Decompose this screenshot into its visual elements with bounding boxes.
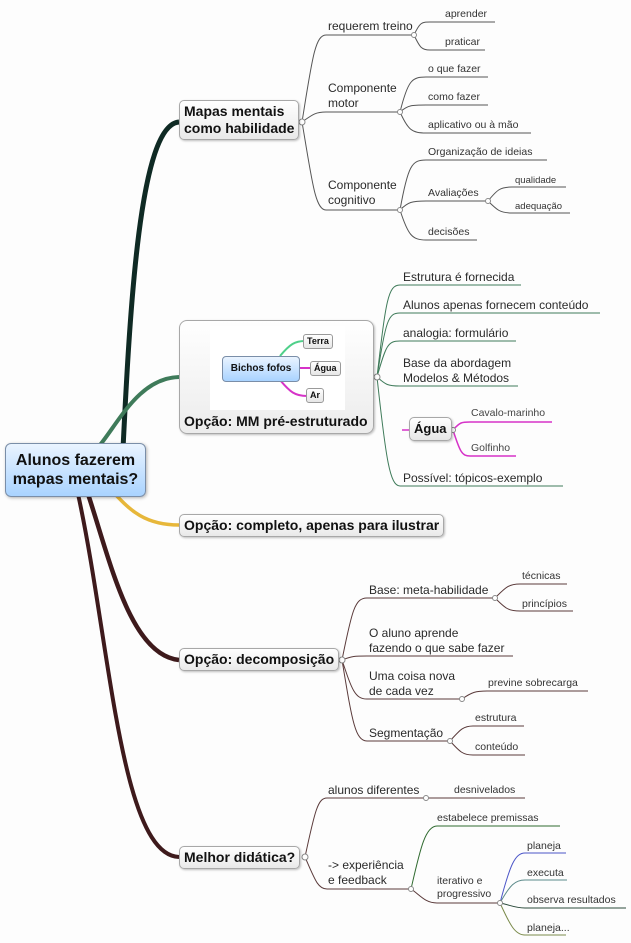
collapse-knob-decomposicao	[338, 656, 346, 664]
subtopic-planeja-continuacao[interactable]: planeja...	[527, 922, 570, 934]
topic-label: Opção: MM pré-estruturado	[184, 413, 368, 429]
subtopic-como-fazer[interactable]: como fazer	[428, 91, 480, 103]
central-topic[interactable]: Alunos fazerem mapas mentais?	[5, 443, 146, 497]
subtopic-aplicativo-ou-a-mao[interactable]: aplicativo ou à mão	[428, 119, 519, 131]
subtopic-estrutura[interactable]: estrutura	[475, 712, 517, 724]
subtopic-requerem-treino[interactable]: requerem treino	[328, 19, 413, 33]
topic-label-line1: Mapas mentais	[184, 103, 285, 119]
central-topic-line1: Alunos fazerem	[15, 452, 136, 469]
embedded-connectors	[279, 340, 310, 397]
subtopic-adequacao[interactable]: adequação	[515, 201, 563, 212]
label-line2: Modelos & Métodos	[403, 371, 510, 385]
central-topic-line2: mapas mentais?	[12, 471, 139, 488]
label-line1: O aluno aprende	[369, 626, 459, 640]
subtopic-componente-cognitivo[interactable]: Componente cognitivo	[328, 178, 397, 208]
embedded-child-terra: Terra	[303, 334, 333, 349]
subtopic-aluno-aprende[interactable]: O aluno aprende fazendo o que sabe fazer	[369, 626, 504, 656]
topic-melhor-didatica[interactable]: Melhor didática?	[179, 846, 301, 869]
subtopic-alunos-fornecem-conteudo[interactable]: Alunos apenas fornecem conteúdo	[403, 298, 589, 312]
topic-opcao-decomposicao[interactable]: Opção: decomposição	[179, 648, 340, 671]
subtopic-iterativo-progressivo[interactable]: iterativo e progressivo	[437, 875, 491, 901]
subtopic-conteudo[interactable]: conteúdo	[475, 741, 519, 753]
subtopic-segmentacao[interactable]: Segmentação	[369, 726, 444, 740]
embedded-child-agua: Água	[310, 361, 341, 376]
label-line1: -> experiência	[328, 858, 404, 872]
collapse-knob-habilidade	[298, 118, 306, 126]
subtopic-possivel-topicos-exemplo[interactable]: Possível: tópicos-exemplo	[403, 471, 543, 485]
collapse-knob-preestruturado	[373, 373, 381, 381]
collapse-knob-didatica	[301, 853, 309, 861]
subtopic-uma-coisa-nova[interactable]: Uma coisa nova de cada vez	[369, 669, 455, 699]
topic-opcao-completo[interactable]: Opção: completo, apenas para ilustrar	[179, 514, 445, 537]
embedded-mindmap-image: Bichos fofos Terra Água Ar	[210, 326, 345, 410]
subtopic-o-que-fazer[interactable]: o que fazer	[428, 63, 481, 75]
embedded-root-bichos-fofos: Bichos fofos	[222, 356, 300, 382]
subtopic-estabelece-premissas[interactable]: estabelece premissas	[437, 812, 539, 824]
subtopic-componente-motor[interactable]: Componente motor	[328, 81, 397, 111]
label-line1: Componente	[328, 81, 397, 95]
subtopic-executa[interactable]: executa	[527, 867, 564, 879]
subtopic-cavalo-marinho[interactable]: Cavalo-marinho	[471, 407, 546, 419]
label-line1: iterativo e	[437, 875, 483, 887]
subtopic-alunos-diferentes[interactable]: alunos diferentes	[328, 783, 420, 797]
subtopic-avaliacoes[interactable]: Avaliações	[428, 187, 479, 199]
subtopic-analogia-formulario[interactable]: analogia: formulário	[403, 326, 509, 340]
subtopic-experiencia-feedback[interactable]: -> experiência e feedback	[328, 858, 404, 888]
label-line2: fazendo o que sabe fazer	[369, 641, 505, 655]
subtopic-golfinho[interactable]: Golfinho	[471, 442, 511, 454]
subtopic-observa-resultados[interactable]: observa resultados	[527, 894, 616, 906]
branch-completo-link	[113, 492, 180, 527]
branch-preestruturado-link	[98, 375, 180, 447]
subtopic-planeja[interactable]: planeja	[527, 840, 561, 852]
label-line2: motor	[328, 96, 359, 110]
label-line2: e feedback	[328, 873, 387, 887]
subtopic-tecnicas[interactable]: técnicas	[522, 570, 561, 582]
subtopic-base-abordagem[interactable]: Base da abordagem Modelos & Métodos	[403, 356, 511, 386]
label-line1: Uma coisa nova	[369, 669, 456, 683]
branch-habilidade-link	[119, 119, 180, 471]
subtopic-principios[interactable]: princípios	[522, 598, 567, 610]
label-line2: progressivo	[437, 888, 492, 900]
subtopic-base-meta-habilidade[interactable]: Base: meta-habilidade	[369, 583, 489, 597]
subtopic-agua-image-fragment[interactable]: Água	[409, 417, 452, 441]
branch-didatica-link	[76, 493, 180, 859]
branch-decomposicao-link	[85, 493, 180, 663]
subtopic-estrutura-fornecida[interactable]: Estrutura é fornecida	[403, 270, 515, 284]
subtopic-aprender[interactable]: aprender	[445, 8, 488, 20]
subtopic-previne-sobrecarga[interactable]: previne sobrecarga	[488, 677, 578, 689]
topic-label-line2: como habilidade	[184, 120, 295, 136]
topic-mm-pre-estruturado[interactable]: Bichos fofos Terra Água Ar Opção: MM pré…	[179, 320, 374, 434]
label-line1: Base da abordagem	[403, 356, 512, 370]
label-line2: cognitivo	[328, 193, 376, 207]
subtopic-qualidade[interactable]: qualidade	[515, 175, 557, 186]
subtopic-organizacao-de-ideias[interactable]: Organização de ideias	[428, 146, 533, 158]
subtopic-praticar[interactable]: praticar	[445, 36, 481, 48]
embedded-child-ar: Ar	[306, 388, 325, 403]
subtopic-decisoes[interactable]: decisões	[428, 226, 470, 238]
label-line2: de cada vez	[369, 684, 434, 698]
subtopic-desnivelados[interactable]: desnivelados	[454, 784, 516, 796]
topic-mapas-mentais-habilidade[interactable]: Mapas mentais como habilidade	[179, 100, 300, 140]
label-line1: Componente	[328, 178, 397, 192]
